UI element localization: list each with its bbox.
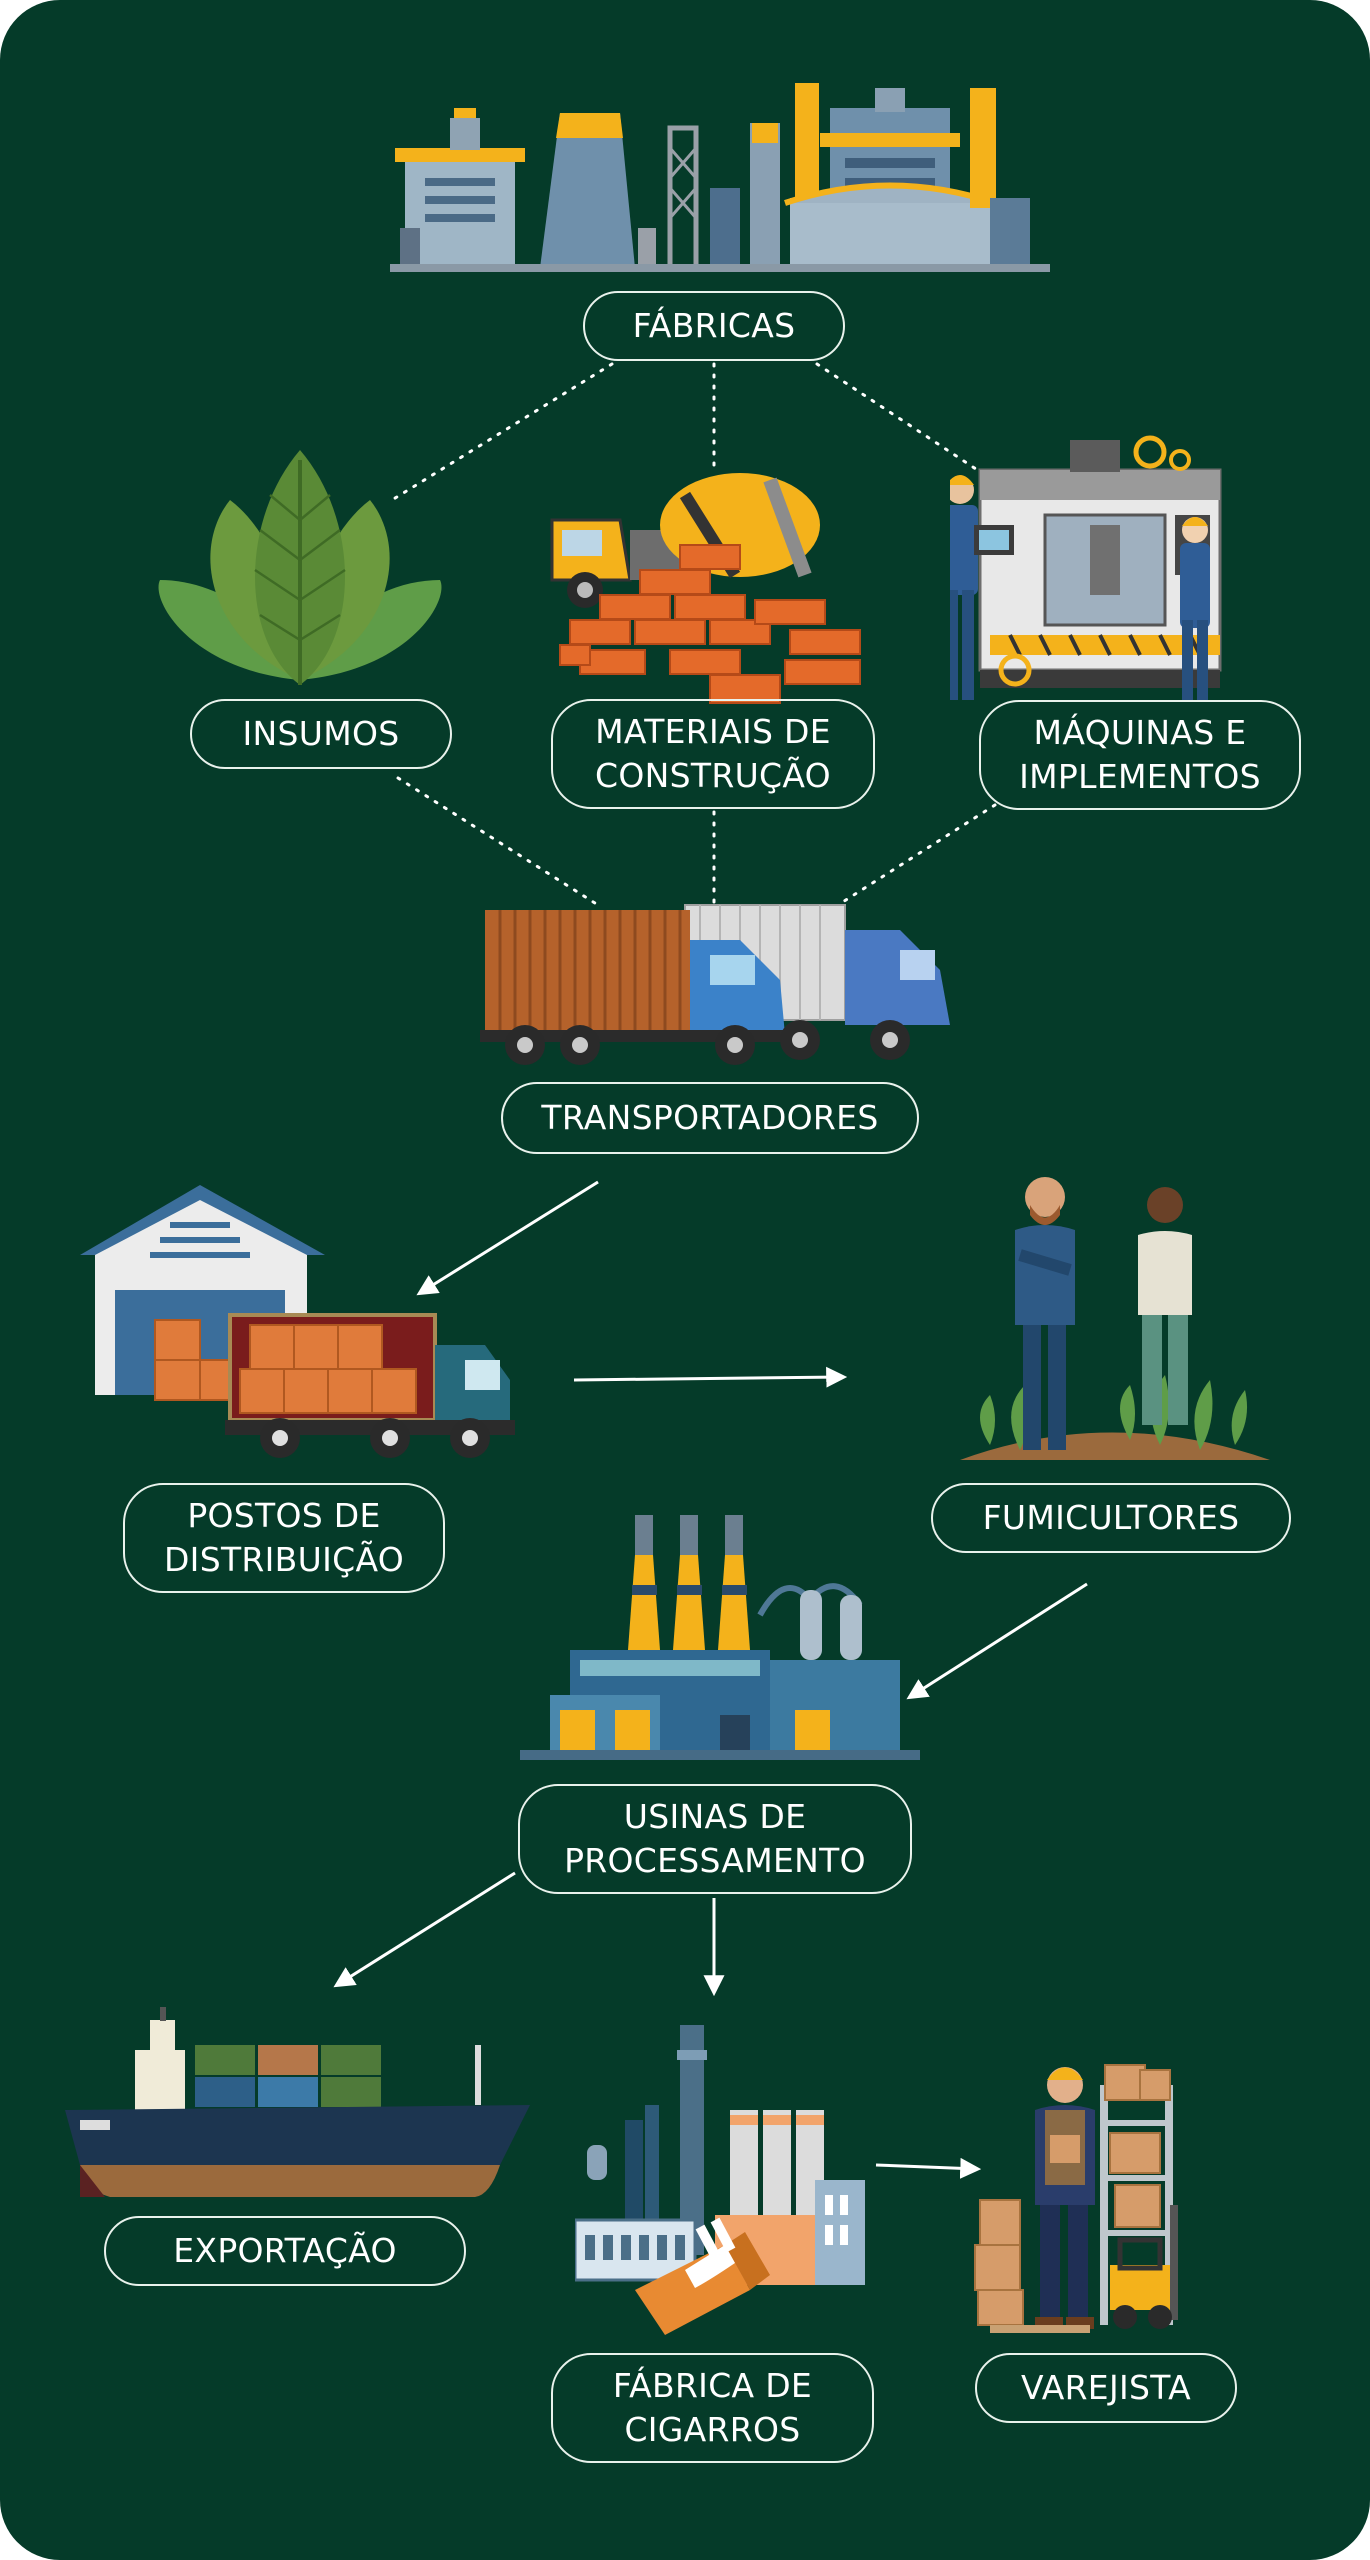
node-label-line: MÁQUINAS E — [1033, 713, 1247, 752]
link-fabricas-to-insumos — [390, 362, 614, 502]
node-fumicultores: FUMICULTORES — [931, 1483, 1291, 1553]
link-maquinas-to-transportadores — [836, 803, 997, 907]
node-label-line: CIGARROS — [624, 2410, 801, 2449]
node-label-line: PROCESSAMENTO — [564, 1841, 866, 1880]
node-maquinas: MÁQUINAS E IMPLEMENTOS — [979, 700, 1301, 810]
node-label-line: DISTRIBUIÇÃO — [163, 1540, 405, 1579]
link-transportadores-to-postos — [416, 1180, 599, 1296]
link-postos-to-fumicultores — [573, 1366, 848, 1388]
node-label-line: VAREJISTA — [1020, 2368, 1192, 2407]
node-cigarros: FÁBRICA DE CIGARROS — [551, 2353, 874, 2463]
cnc-machine-workers-icon — [950, 435, 1222, 700]
trucks-icon — [480, 904, 950, 1065]
retail-worker-icon — [974, 2064, 1178, 2333]
cargo-ship-icon — [65, 2007, 530, 2197]
node-label-line: IMPLEMENTOS — [1019, 757, 1261, 796]
factory-skyline-icon — [390, 83, 1050, 272]
tobacco-leaves-icon — [158, 450, 442, 685]
processing-plant-icon — [520, 1515, 920, 1760]
node-label-line: FÁBRICA DE — [612, 2366, 813, 2405]
node-label-line: EXPORTAÇÃO — [173, 2231, 397, 2270]
node-transportadores: TRANSPORTADORES — [501, 1082, 919, 1154]
node-varejista: VAREJISTA — [975, 2353, 1237, 2423]
node-label-line: FUMICULTORES — [982, 1498, 1240, 1537]
node-label-line: USINAS DE — [623, 1797, 807, 1836]
link-insumos-to-transportadores — [396, 776, 600, 907]
node-label-line: MATERIAIS DE — [595, 712, 831, 751]
cigarette-factory-icon — [575, 2025, 865, 2335]
link-fabricas-to-maquinas — [815, 362, 987, 477]
node-label-line: TRANSPORTADORES — [541, 1098, 879, 1137]
node-label-line: CONSTRUÇÃO — [595, 756, 831, 795]
node-label-line: POSTOS DE — [187, 1496, 381, 1535]
link-fumicultores-to-usinas — [906, 1582, 1088, 1700]
node-fabricas: FÁBRICAS — [583, 291, 845, 361]
node-label-line: FÁBRICAS — [632, 306, 796, 345]
link-cigarros-to-varejista — [875, 2157, 982, 2179]
link-usinas-to-exportacao — [333, 1871, 516, 1988]
node-insumos: INSUMOS — [190, 699, 452, 769]
node-usinas: USINAS DE PROCESSAMENTO — [518, 1784, 912, 1894]
node-materiais: MATERIAIS DE CONSTRUÇÃO — [551, 699, 875, 809]
farmers-field-icon — [960, 1177, 1270, 1460]
warehouse-truck-icon — [80, 1185, 515, 1458]
node-postos: POSTOS DE DISTRIBUIÇÃO — [123, 1483, 445, 1593]
node-label-line: INSUMOS — [242, 714, 400, 753]
node-exportacao: EXPORTAÇÃO — [104, 2216, 466, 2286]
cement-truck-bricks-icon — [550, 473, 861, 704]
